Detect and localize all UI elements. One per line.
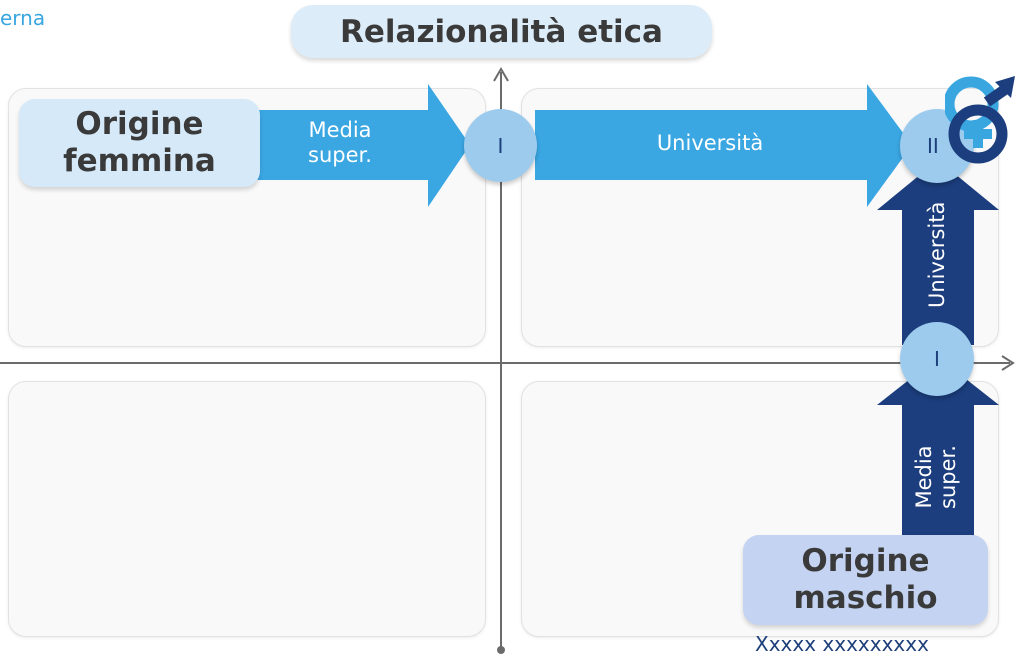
origin-female-line2: femmina — [63, 143, 216, 179]
milestone-female-I: I — [464, 109, 537, 182]
quadrant-bottom-left — [8, 381, 486, 637]
origin-male-line2: maschio — [793, 580, 938, 616]
origin-male-box: Origine maschio — [743, 535, 988, 625]
page-title: Relazionalità etica — [291, 5, 712, 58]
male-stage1-label: Media super. — [912, 432, 964, 522]
male-arrow-stage2 — [877, 160, 999, 345]
milestone-male-I: I — [900, 322, 974, 396]
male-stage1-line2: super. — [936, 445, 961, 509]
origin-female-box: Origine femmina — [19, 99, 260, 187]
female-stage1-line1: Media — [308, 118, 372, 142]
female-arrow-stage1 — [255, 84, 470, 207]
male-stage1-line1: Media — [912, 445, 936, 509]
partial-label-top-left: erna — [0, 6, 46, 30]
arrow-up-icon — [493, 67, 509, 82]
male-stage2-label: Università — [925, 201, 949, 308]
male-female-icon — [945, 76, 1015, 164]
female-stage2-label: Università — [656, 131, 764, 155]
axis-origin-dot — [497, 646, 505, 654]
female-stage1-line2: super. — [308, 143, 372, 168]
origin-female-line1: Origine — [75, 105, 204, 142]
male-arrow-stage1 — [877, 357, 999, 537]
origin-male-line1: Origine — [801, 542, 930, 579]
female-arrow-stage2 — [535, 84, 912, 207]
arrow-right-icon — [1001, 355, 1015, 371]
female-stage1-label: Media super. — [290, 118, 390, 168]
partial-label-bottom-right: Xxxxx xxxxxxxxx — [755, 632, 929, 655]
